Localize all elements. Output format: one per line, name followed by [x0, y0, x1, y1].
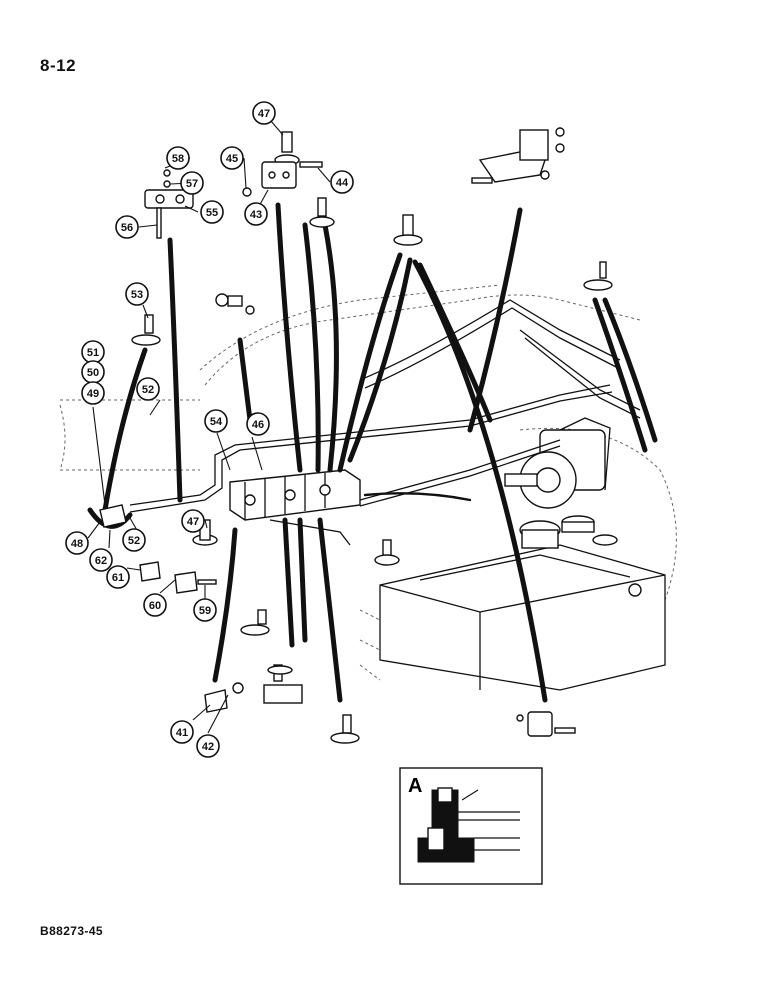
callout-44: 44: [330, 170, 354, 194]
callout-52b: 52: [122, 528, 146, 552]
callout-59: 59: [193, 598, 217, 622]
hydraulic-pump: [504, 417, 618, 549]
callout-label: 53: [131, 289, 143, 301]
callout-53: 53: [125, 282, 149, 306]
callout-label: 50: [87, 367, 99, 379]
callout-label: 62: [95, 555, 107, 567]
callout-label: 44: [336, 177, 349, 189]
inset-label: A: [408, 775, 422, 797]
callout-label: 48: [71, 538, 83, 550]
callout-label: 45: [226, 153, 238, 165]
callout-label: 47: [258, 108, 270, 120]
callout-48: 48: [65, 531, 89, 555]
callout-label: 43: [250, 209, 262, 221]
callout-label: 51: [87, 347, 99, 359]
detail-inset-a: A: [399, 767, 543, 885]
callout-46: 46: [246, 412, 270, 436]
callout-label: 58: [172, 153, 184, 165]
callout-label: 49: [87, 388, 99, 400]
page-number: 8-12: [40, 56, 77, 75]
figure-code: B88273-45: [40, 924, 103, 938]
callout-label: 47: [187, 516, 199, 528]
callout-label: 59: [199, 605, 211, 617]
callout-55: 55: [200, 200, 224, 224]
callout-label: 60: [149, 600, 161, 612]
flexible-hoses: [87, 202, 658, 703]
callouts: 47 58 45 57 44 43 55 56 53 51 50 49 52 54 46 47 48 52 62 61…: [65, 101, 354, 758]
callout-49: 49: [81, 381, 105, 405]
callout-label: 55: [206, 207, 218, 219]
callout-50: 50: [81, 360, 105, 384]
callout-label: 57: [186, 178, 198, 190]
callout-60: 60: [143, 593, 167, 617]
callout-57: 57: [180, 171, 204, 195]
callout-42: 42: [196, 734, 220, 758]
hydraulic-tank: [359, 544, 666, 691]
callout-58: 58: [166, 146, 190, 170]
callout-51: 51: [81, 340, 105, 364]
callout-61: 61: [106, 565, 130, 589]
callout-45: 45: [220, 146, 244, 170]
control-valve: [229, 469, 361, 521]
callout-label: 54: [210, 416, 223, 428]
callout-56: 56: [115, 215, 139, 239]
callout-41: 41: [170, 720, 194, 744]
callout-54: 54: [204, 409, 228, 433]
callout-52a: 52: [136, 377, 160, 401]
callout-47a: 47: [252, 101, 276, 125]
callout-43: 43: [244, 202, 268, 226]
callout-label: 52: [142, 384, 154, 396]
rigid-tubes: [129, 299, 641, 546]
callout-label: 56: [121, 222, 133, 234]
callout-label: 42: [202, 741, 214, 753]
callout-label: 41: [176, 727, 188, 739]
callout-47b: 47: [181, 509, 205, 533]
callout-label: 46: [252, 419, 264, 431]
callout-label: 52: [128, 535, 140, 547]
callout-62: 62: [89, 548, 113, 572]
callout-leaders: [87, 112, 331, 734]
callout-label: 61: [112, 572, 124, 584]
